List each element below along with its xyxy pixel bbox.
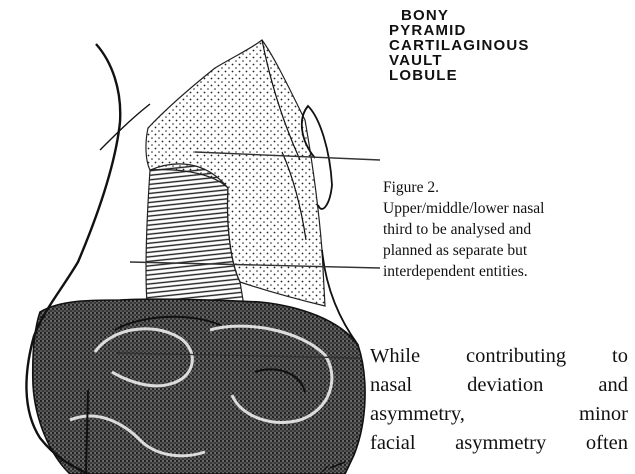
lobule-region [33, 299, 365, 474]
region-labels: BONY PYRAMID CARTILAGINOUS VAULT LOBULE [389, 8, 530, 83]
label-vault: VAULT [389, 53, 530, 68]
caption-line: planned as separate but [383, 240, 635, 261]
caption-line: Upper/middle/lower nasal [383, 198, 635, 219]
figure-caption: Figure 2. Upper/middle/lower nasal third… [383, 177, 635, 282]
body-line: nasal deviation and [370, 371, 628, 400]
body-line: asymmetry, minor [370, 400, 628, 429]
label-pyramid: PYRAMID [389, 23, 530, 38]
body-paragraph: While contributing to nasal deviation an… [370, 342, 628, 458]
body-line: facial asymmetry often [370, 429, 628, 458]
body-line: While contributing to [370, 342, 628, 371]
label-lobule: LOBULE [389, 68, 530, 83]
figure-number: Figure 2. [383, 177, 635, 198]
caption-line: third to be analysed and [383, 219, 635, 240]
caption-line: interdependent entities. [383, 261, 635, 282]
label-cartilaginous: CARTILAGINOUS [389, 38, 530, 53]
label-bony: BONY [389, 8, 530, 23]
